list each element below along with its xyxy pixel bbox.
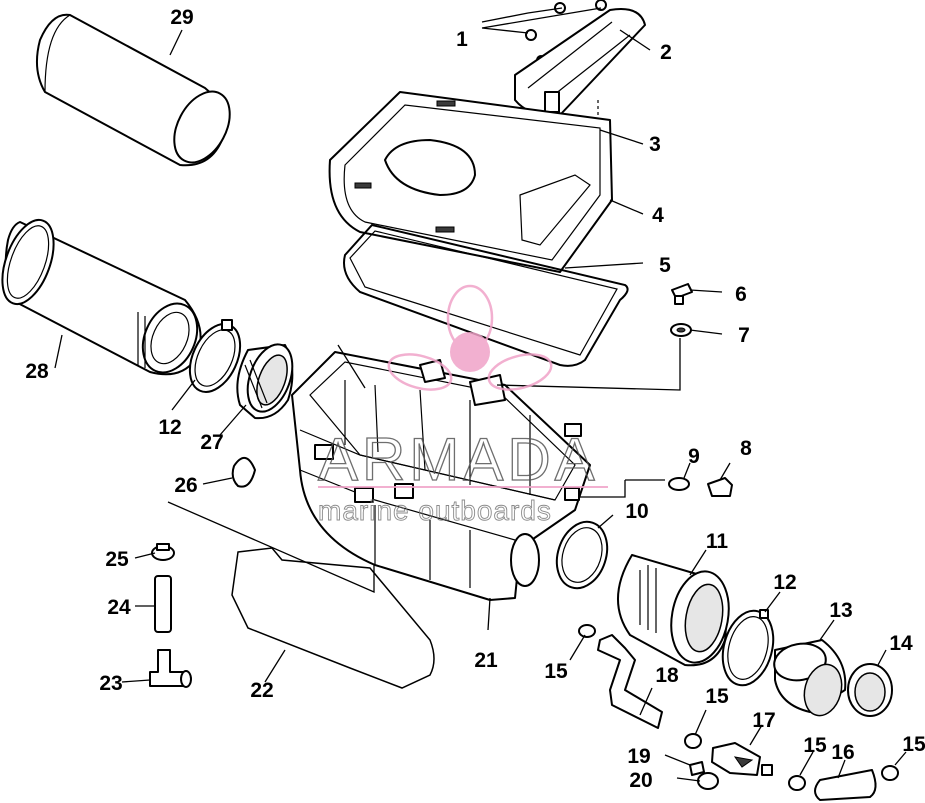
callout-8: 8 [740, 437, 752, 460]
callout-10: 10 [625, 500, 648, 523]
callout-6: 6 [735, 283, 747, 306]
leader-lines [54, 7, 907, 782]
callout-15-b: 15 [705, 685, 729, 708]
part-21-airbox-body [291, 351, 591, 601]
watermark-tagline: marine outboards [318, 495, 552, 526]
callout-7: 7 [738, 324, 750, 347]
part-2-intake-cover [514, 8, 646, 117]
callout-12-left: 12 [158, 416, 181, 439]
part-28-air-filter-element [1, 218, 202, 376]
part-27-adapter-coupling [236, 343, 294, 420]
callout-1: 1 [456, 28, 468, 51]
callout-19: 19 [627, 745, 650, 768]
callout-labels: 1 2 3 4 5 6 7 8 9 10 11 12 12 13 14 15 1… [25, 6, 925, 792]
part-16-outlet-hose [814, 769, 877, 801]
callout-16: 16 [831, 741, 854, 764]
callout-28: 28 [25, 360, 49, 383]
callout-24: 24 [107, 596, 131, 619]
callout-18: 18 [655, 664, 679, 687]
callout-17: 17 [752, 709, 775, 732]
part-18-hose [597, 634, 663, 729]
part-19-clip [689, 761, 705, 776]
callout-21: 21 [474, 649, 498, 672]
part-5-lid-gasket [343, 223, 629, 367]
callout-9: 9 [688, 445, 700, 468]
callout-20: 20 [629, 769, 652, 792]
part-29-prefilter-sleeve [35, 13, 231, 167]
part-22-deflector-plate [231, 547, 435, 689]
armada-watermark: ARMADA marine outboards [317, 284, 608, 526]
callout-5: 5 [659, 254, 671, 277]
callout-14: 14 [889, 632, 913, 655]
callout-11: 11 [706, 530, 729, 553]
part-15-hose-clamps [578, 624, 899, 791]
part-11-outlet-duct [617, 554, 730, 667]
callout-23: 23 [99, 672, 122, 695]
watermark-brand: ARMADA [318, 426, 599, 493]
part-12-clamp-left [188, 319, 242, 393]
part-23-tee-fitting [149, 649, 192, 688]
part-14-ring-clamp [847, 663, 893, 717]
watermark-logo-icon [387, 284, 553, 391]
part-10-seal-ring [555, 520, 609, 590]
callout-15-c: 15 [803, 734, 827, 757]
callout-12-right: 12 [773, 571, 796, 594]
part-12-clamp-right [721, 609, 775, 687]
callout-15-a: 15 [544, 660, 568, 683]
part-6-bolt [671, 283, 693, 305]
part-4-airbox-lid [328, 91, 613, 273]
part-13-rubber-boot [773, 639, 847, 717]
callout-29: 29 [170, 6, 193, 29]
part-25-clamp [151, 543, 175, 561]
callout-15-d: 15 [902, 733, 925, 756]
part-20-clamp [697, 772, 719, 790]
callout-3: 3 [649, 133, 661, 156]
callout-2: 2 [660, 41, 672, 64]
callout-22: 22 [250, 679, 273, 702]
part-7-washer [670, 323, 692, 337]
part-9-grommet [668, 477, 690, 491]
part-24-drain-tube [154, 575, 172, 633]
callout-4: 4 [652, 204, 664, 227]
part-8-pin [707, 477, 733, 497]
part-17-check-valve [711, 742, 773, 776]
callout-25: 25 [105, 548, 129, 571]
callout-26: 26 [174, 474, 197, 497]
part-26-clip [231, 457, 256, 488]
callout-13: 13 [829, 599, 852, 622]
callout-27: 27 [200, 431, 223, 454]
